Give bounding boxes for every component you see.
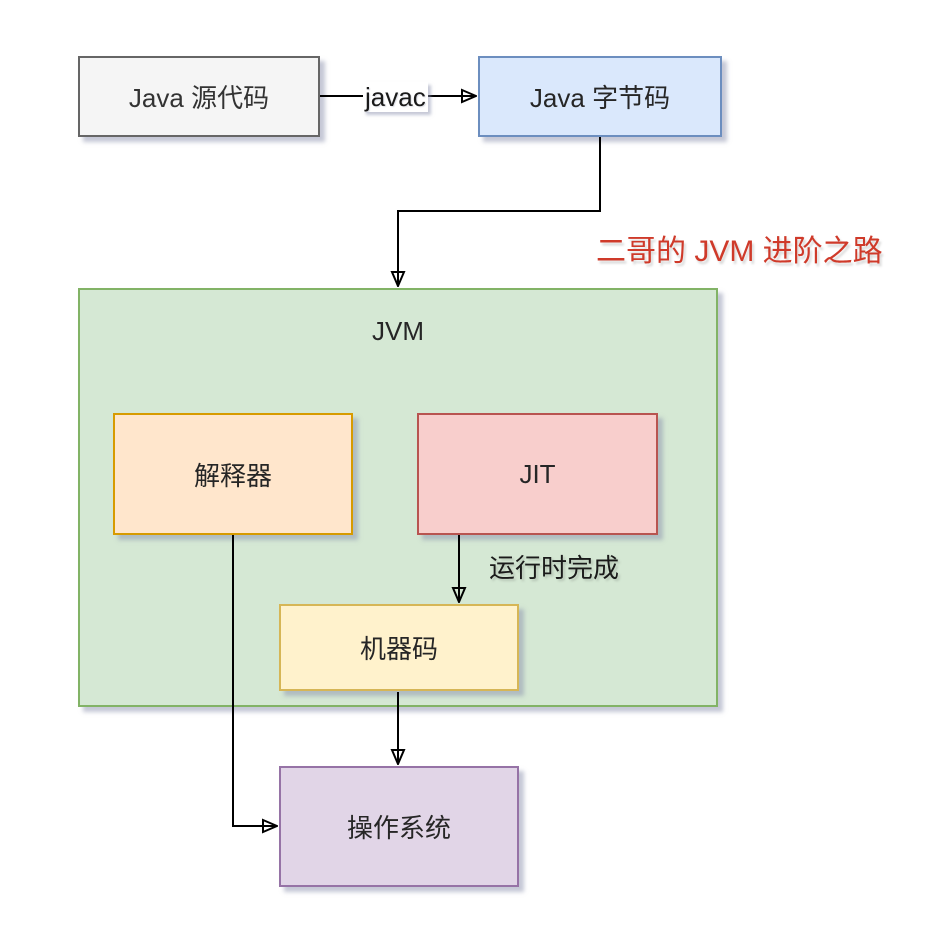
node-machine-code: 机器码	[279, 604, 519, 691]
node-label: 机器码	[359, 634, 438, 664]
node-interpreter: 解释器	[113, 413, 353, 535]
diagram-title: 二哥的 JVM 进阶之路	[596, 235, 883, 268]
node-label: Java 源代码	[128, 83, 270, 113]
node-label: 操作系统	[346, 813, 451, 843]
node-label: JIT	[519, 458, 556, 489]
edge-label-runtime-completed: 运行时完成	[489, 553, 620, 583]
node-label: JVM	[372, 316, 424, 346]
node-jit-compiler: JIT	[417, 413, 658, 535]
node-label: 解释器	[193, 460, 272, 491]
edge-label-javac: javac	[363, 82, 428, 112]
node-java-source-code: Java 源代码	[78, 56, 320, 137]
edge-bytecode-to-jvm	[398, 137, 601, 286]
node-operating-system: 操作系统	[279, 766, 519, 887]
node-label: Java 字节码	[529, 83, 671, 113]
node-java-bytecode: Java 字节码	[478, 56, 722, 137]
